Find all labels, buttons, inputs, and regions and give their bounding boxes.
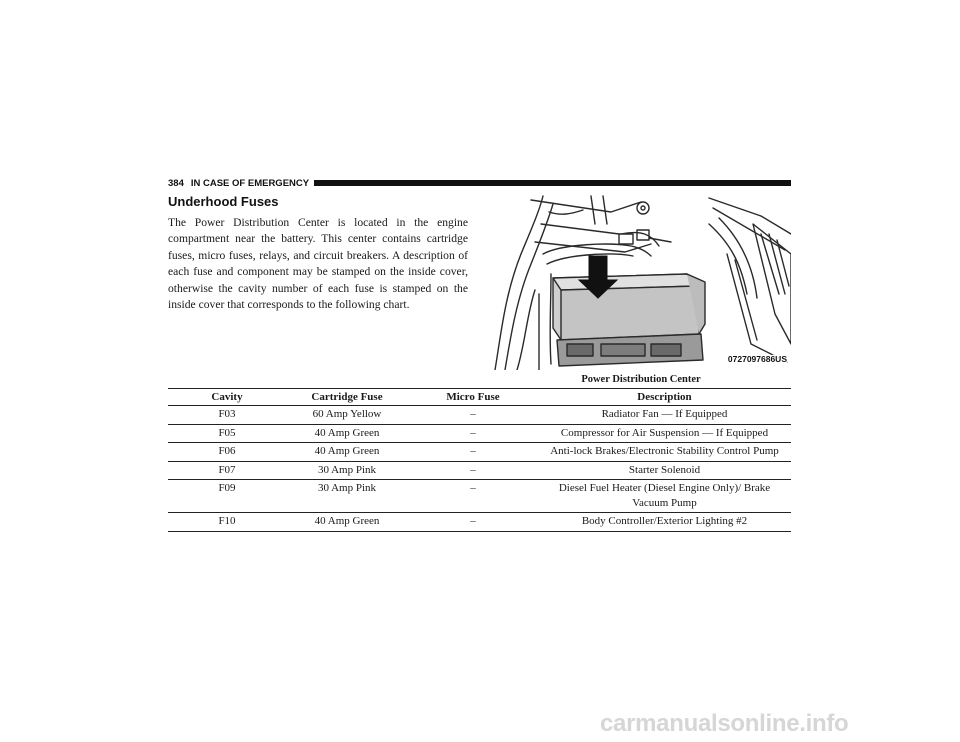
cell-cavity: F06 xyxy=(168,442,286,462)
table-row: F10 40 Amp Green – Body Controller/Exter… xyxy=(168,512,791,532)
cell-micro-fuse: – xyxy=(408,512,538,532)
column-header-description: Description xyxy=(538,388,791,406)
cell-description: Compressor for Air Suspension — If Equip… xyxy=(538,424,791,443)
table-row: F03 60 Amp Yellow – Radiator Fan — If Eq… xyxy=(168,405,791,425)
table-row: F05 40 Amp Green – Compressor for Air Su… xyxy=(168,424,791,443)
table-header-row: Cavity Cartridge Fuse Micro Fuse Descrip… xyxy=(168,388,791,406)
cell-description: Diesel Fuel Heater (Diesel Engine Only)/… xyxy=(538,479,791,513)
column-header-cavity: Cavity xyxy=(168,388,286,406)
cell-description: Anti-lock Brakes/Electronic Stability Co… xyxy=(538,442,791,462)
cell-description: Body Controller/Exterior Lighting #2 xyxy=(538,512,791,532)
fuse-box-illustration: 0727097686US xyxy=(491,194,791,370)
watermark: carmanualsonline.info xyxy=(600,710,849,737)
section-title: IN CASE OF EMERGENCY xyxy=(190,177,310,189)
cell-description: Radiator Fan — If Equipped xyxy=(538,405,791,425)
fuse-table: Cavity Cartridge Fuse Micro Fuse Descrip… xyxy=(168,388,791,532)
figure-code: 0727097686US xyxy=(728,354,787,364)
cell-micro-fuse: – xyxy=(408,424,538,443)
cell-cavity: F05 xyxy=(168,424,286,443)
figure-caption: Power Distribution Center xyxy=(581,374,701,385)
cell-cavity: F03 xyxy=(168,405,286,425)
cell-micro-fuse: – xyxy=(408,405,538,425)
cell-cartridge-fuse: 30 Amp Pink xyxy=(286,479,408,513)
cell-micro-fuse: – xyxy=(408,442,538,462)
section-heading: Underhood Fuses xyxy=(168,194,279,209)
cell-cartridge-fuse: 60 Amp Yellow xyxy=(286,405,408,425)
intro-paragraph: The Power Distribution Center is located… xyxy=(168,216,468,312)
page-number: 384 xyxy=(168,177,184,189)
table-row: F09 30 Amp Pink – Diesel Fuel Heater (Di… xyxy=(168,479,791,513)
cell-micro-fuse: – xyxy=(408,461,538,480)
table-row: F07 30 Amp Pink – Starter Solenoid xyxy=(168,461,791,480)
page-header: 384 IN CASE OF EMERGENCY xyxy=(168,177,791,189)
cell-cartridge-fuse: 40 Amp Green xyxy=(286,512,408,532)
column-header-micro-fuse: Micro Fuse xyxy=(408,388,538,406)
column-header-cartridge-fuse: Cartridge Fuse xyxy=(286,388,408,406)
cell-cartridge-fuse: 40 Amp Green xyxy=(286,442,408,462)
cell-cavity: F07 xyxy=(168,461,286,480)
header-rule xyxy=(314,180,791,186)
cell-cavity: F10 xyxy=(168,512,286,532)
power-distribution-center-figure: 0727097686US xyxy=(491,194,791,370)
cell-description: Starter Solenoid xyxy=(538,461,791,480)
cell-cartridge-fuse: 40 Amp Green xyxy=(286,424,408,443)
cell-micro-fuse: – xyxy=(408,479,538,513)
table-row: F06 40 Amp Green – Anti-lock Brakes/Elec… xyxy=(168,442,791,462)
cell-cavity: F09 xyxy=(168,479,286,513)
arrow-down-icon xyxy=(577,255,619,299)
cell-cartridge-fuse: 30 Amp Pink xyxy=(286,461,408,480)
